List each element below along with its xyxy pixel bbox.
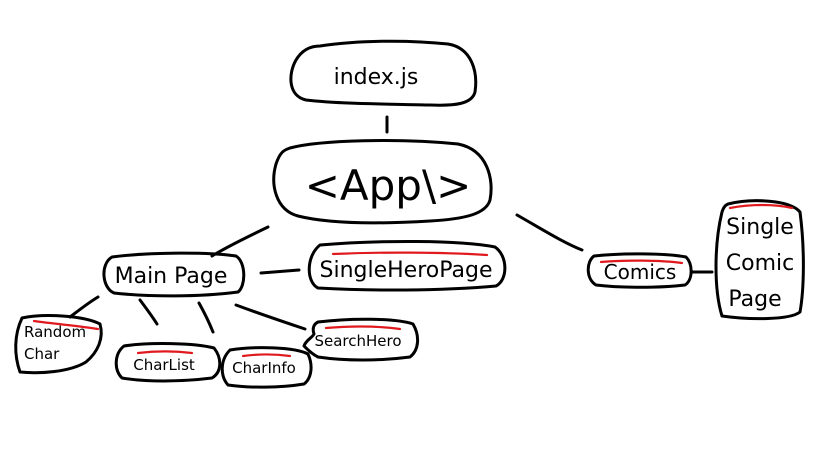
edge-app-mainpage — [210, 225, 270, 258]
node-single-comic-page-underline — [728, 203, 794, 210]
edge-mainpage-singleheropage — [259, 268, 301, 275]
node-search-hero: SearchHero — [302, 317, 419, 362]
node-char-info-underline — [241, 353, 292, 358]
node-single-comic-page-border — [714, 199, 805, 321]
edge-mainpage-randomchar — [68, 295, 100, 319]
node-comics-border — [586, 252, 693, 289]
node-comics-label: Comics — [604, 260, 677, 284]
edge-mainpage-charinfo — [197, 301, 215, 334]
node-random-char: Random Char — [14, 314, 103, 375]
node-random-char-underline — [32, 319, 100, 331]
node-main-page-label: Main Page — [115, 264, 228, 289]
node-search-hero-underline — [324, 325, 402, 331]
node-char-info-border — [220, 346, 313, 389]
node-app-label: <App\> — [305, 161, 472, 210]
node-char-list-border — [114, 342, 222, 383]
edge-mainpage-searchhero — [234, 303, 307, 331]
node-search-hero-border — [302, 317, 419, 362]
node-main-page: Main Page — [102, 251, 246, 298]
node-random-char-line-1: Random — [24, 323, 86, 341]
node-app: <App\> — [272, 139, 493, 225]
node-comics-underline — [599, 259, 684, 265]
node-random-char-border — [14, 314, 103, 375]
node-single-hero-page-border — [307, 239, 507, 292]
node-single-comic-page-line-1: Single — [726, 215, 794, 240]
edge-mainpage-charlist — [138, 298, 159, 326]
node-index-js: index.js — [289, 39, 478, 107]
node-search-hero-label: SearchHero — [314, 332, 401, 350]
node-comics: Comics — [586, 252, 693, 289]
node-single-hero-page-underline — [331, 251, 489, 257]
node-single-hero-page-label: SingleHeroPage — [320, 258, 493, 283]
node-random-char-line-2: Char — [24, 345, 60, 363]
node-index-js-label: index.js — [334, 65, 419, 90]
node-char-list: CharList — [114, 342, 222, 383]
edge-app-comics — [515, 213, 584, 252]
node-char-list-underline — [136, 350, 194, 355]
node-char-list-label: CharList — [133, 356, 195, 374]
node-char-info: CharInfo — [220, 346, 313, 389]
node-single-comic-page-line-2: Comic — [726, 251, 794, 276]
node-app-border — [272, 139, 493, 225]
node-single-comic-page-line-3: Page — [728, 287, 781, 312]
node-single-comic-page: Single Comic Page — [714, 199, 805, 321]
connectors — [68, 115, 714, 334]
node-main-page-border — [102, 251, 246, 298]
node-index-js-border — [289, 39, 478, 107]
node-char-info-label: CharInfo — [232, 359, 296, 377]
node-single-hero-page: SingleHeroPage — [307, 239, 507, 292]
